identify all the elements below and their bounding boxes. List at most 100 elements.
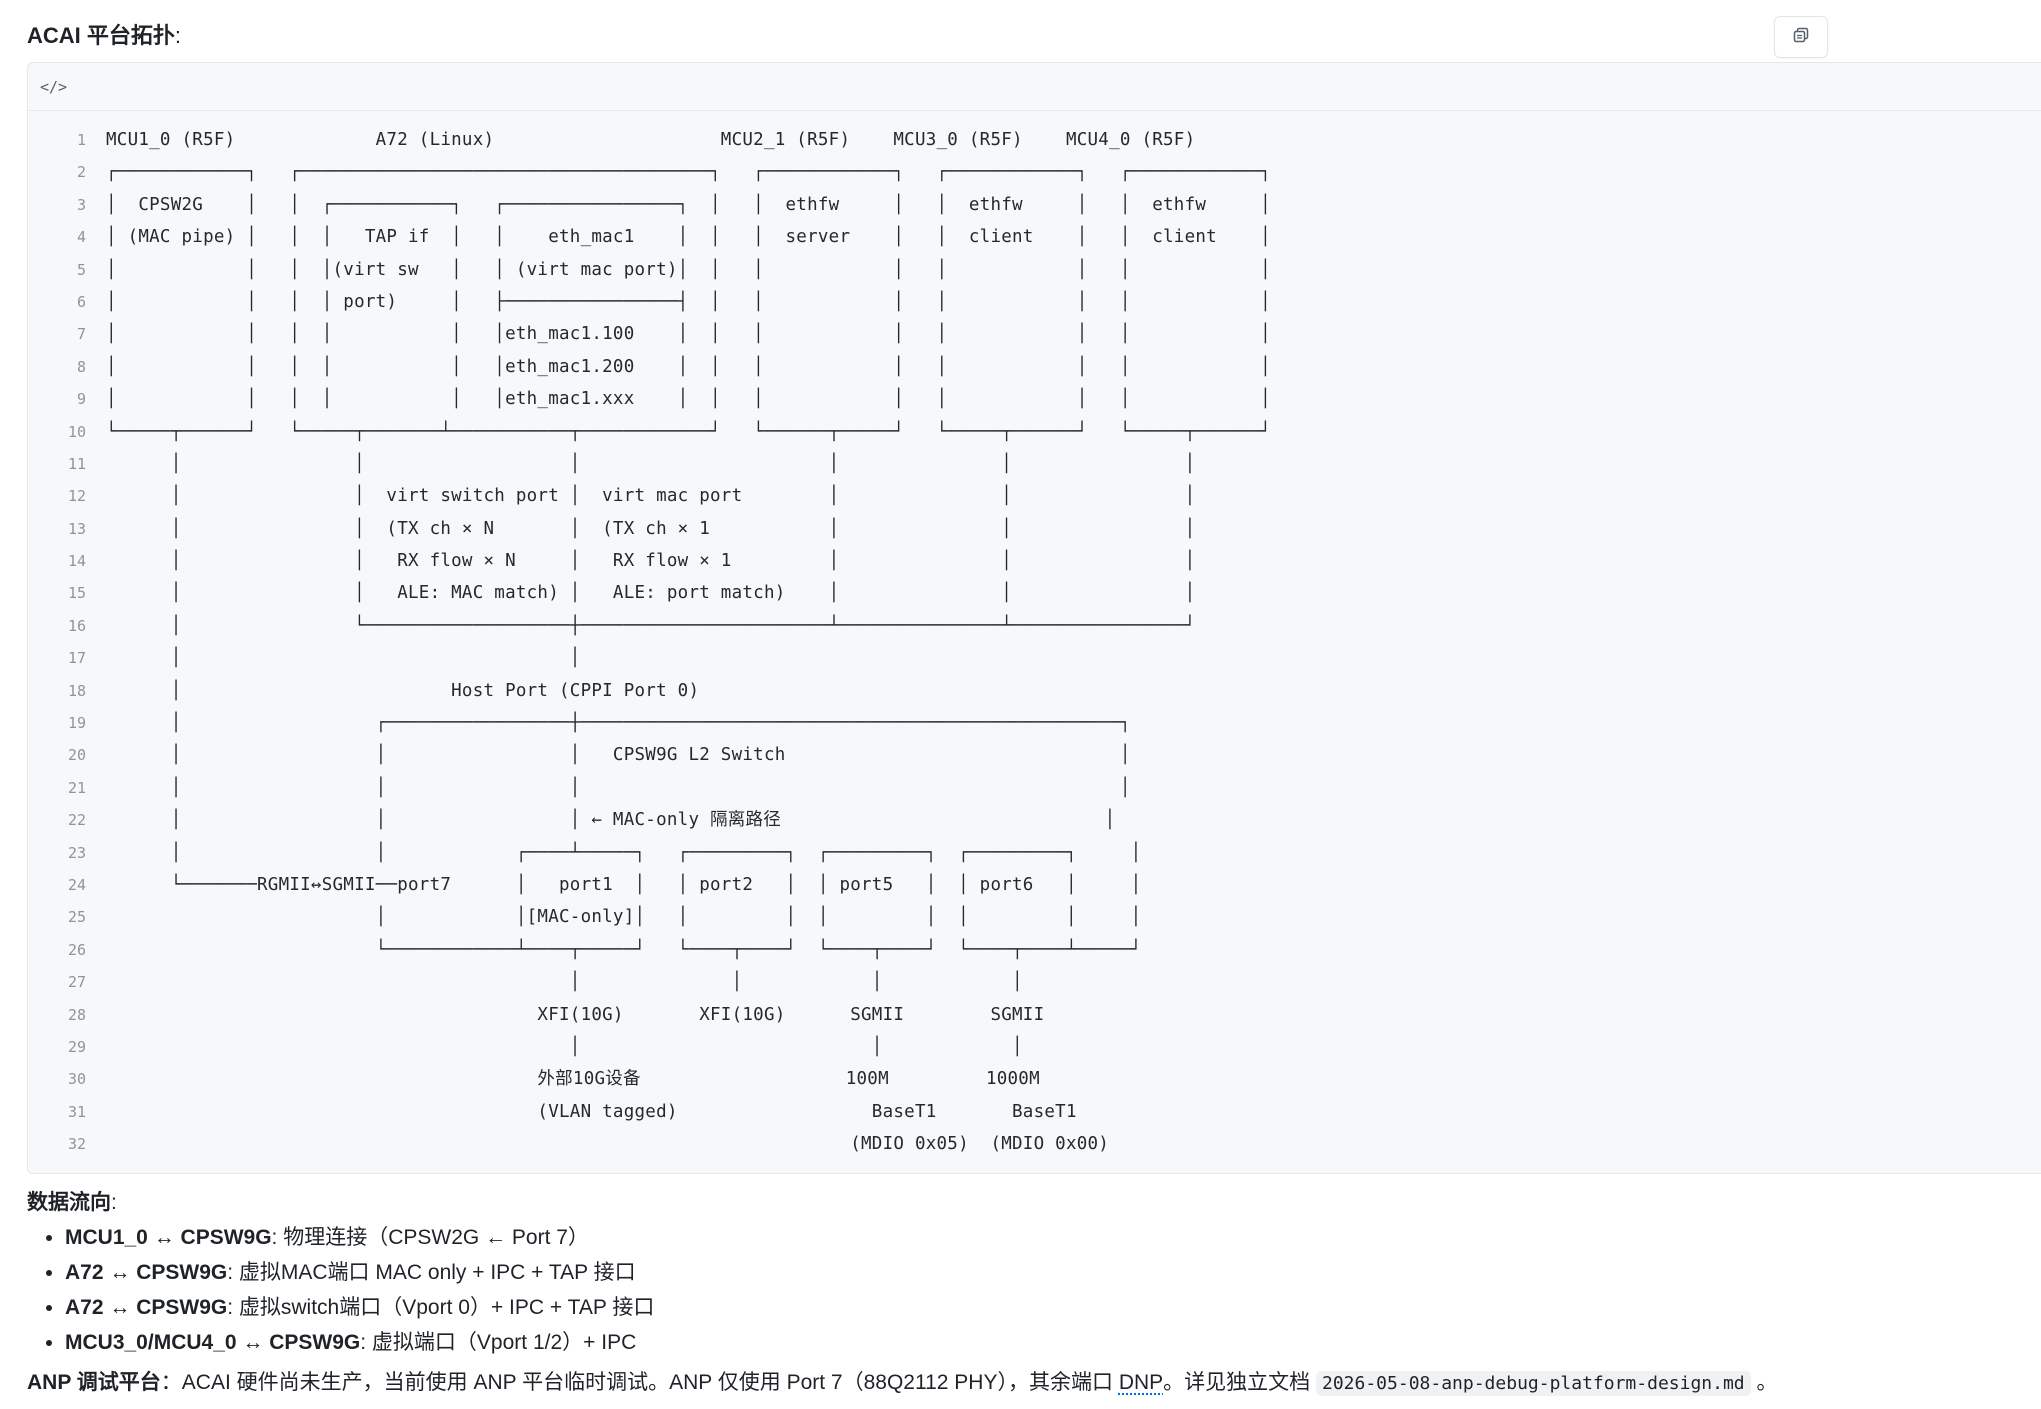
line-number: 11 — [67, 454, 86, 473]
line-number: 6 — [76, 292, 86, 311]
line-number: 14 — [67, 552, 86, 571]
code-line: 8 │ │ │ │ │ │eth_mac1.200 │ │ │ │ │ │ │ │ — [28, 351, 2041, 383]
code-line-text: │ │ │ ← MAC-only 隔离路径 │ — [106, 810, 1116, 831]
code-line: 12 │ │ virt switch port │ virt mac port … — [28, 480, 2041, 512]
code-line: 25 │ │[MAC-only]│ │ │ │ │ │ │ │ — [28, 901, 2041, 933]
line-number: 9 — [76, 390, 86, 409]
data-flow-title-colon: : — [111, 1191, 117, 1214]
code-line-text: 外部10G设备 100M 1000M — [106, 1069, 1040, 1090]
line-number: 1 — [76, 131, 86, 149]
code-line-text: │ │[MAC-only]│ │ │ │ │ │ │ │ — [106, 907, 1142, 928]
dnp-abbreviation[interactable]: DNP — [1118, 1371, 1164, 1394]
anp-end: 。 — [1750, 1371, 1778, 1394]
code-block-header: </> — [28, 63, 2041, 111]
line-number: 16 — [67, 616, 86, 635]
code-line-text: │ ┌─────────────────┼───────────────────… — [106, 713, 1131, 734]
line-number: 12 — [67, 487, 86, 506]
line-number: 13 — [67, 519, 86, 538]
code-line: 11 │ │ │ │ │ │ — [28, 448, 2041, 480]
flow-item-desc: : 虚拟switch端口（Vport 0）+ IPC + TAP 接口 — [227, 1296, 655, 1319]
code-line: 13 │ │ (TX ch × N │ (TX ch × 1 │ │ │ — [28, 513, 2041, 545]
line-number: 17 — [67, 649, 86, 668]
code-line: 1 MCU1_0 (R5F) A72 (Linux) MCU2_1 (R5F) M… — [28, 124, 2041, 156]
code-line-text: │ Host Port (CPPI Port 0) — [106, 680, 700, 701]
code-line: 22 │ │ │ ← MAC-only 隔离路径 │ — [28, 804, 2041, 836]
code-line-text: (MDIO 0x05) (MDIO 0x00) — [106, 1134, 1110, 1155]
code-line-text: └───────RGMII↔SGMII──port7 │ port1 │ │ p… — [106, 874, 1142, 895]
line-number: 25 — [67, 908, 86, 927]
flow-item-desc: : 物理连接（CPSW2G ← Port 7） — [271, 1226, 589, 1249]
line-number: 19 — [67, 714, 86, 733]
list-item: MCU1_0 ↔ CPSW9G: 物理连接（CPSW2G ← Port 7） — [65, 1220, 654, 1255]
code-line: 23 │ │ ┌────┴─────┐ ┌─────────┐ ┌───────… — [28, 837, 2041, 869]
code-block: </> 1 MCU1_0 (R5F) A72 (Linux) MCU2_1 (R5… — [27, 62, 2041, 1174]
code-line-text: │ CPSW2G │ │ ┌───────────┐ ┌────────────… — [106, 194, 1271, 215]
line-number: 15 — [67, 584, 86, 603]
code-line-text: ┌────────────┐ ┌────────────────────────… — [106, 162, 1271, 183]
code-line: 5 │ │ │ │(virt sw │ │ (virt mac port)│ │ … — [28, 254, 2041, 286]
code-icon: </> — [40, 77, 68, 96]
copy-icon — [1792, 26, 1810, 49]
code-line: 15 │ │ ALE: MAC match) │ ALE: port match… — [28, 577, 2041, 609]
anp-note: ANP 调试平台：ACAI 硬件尚未生产，当前使用 ANP 平台临时调试。ANP… — [27, 1366, 1777, 1396]
code-line: 3 │ CPSW2G │ │ ┌───────────┐ ┌───────────… — [28, 189, 2041, 221]
data-flow-list: MCU1_0 ↔ CPSW9G: 物理连接（CPSW2G ← Port 7） A… — [27, 1220, 654, 1360]
line-number: 24 — [67, 875, 86, 894]
code-line-text: │ │ — [106, 648, 581, 669]
code-line-text: │ │ │ — [106, 1036, 1023, 1057]
code-line: 27 │ │ │ │ — [28, 966, 2041, 998]
line-number: 5 — [76, 260, 86, 279]
code-line: 7 │ │ │ │ │ │eth_mac1.100 │ │ │ │ │ │ │ │ — [28, 318, 2041, 350]
code-line-text: │ │ │ │ │ │eth_mac1.xxx │ │ │ │ │ │ │ │ — [106, 389, 1271, 410]
code-line-text: │ (MAC pipe) │ │ │ TAP if │ │ eth_mac1 │… — [106, 227, 1271, 248]
flow-item-desc: : 虚拟端口（Vport 1/2）+ IPC — [360, 1331, 637, 1354]
line-number: 7 — [76, 325, 86, 344]
code-line-text: │ │ ┌────┴─────┐ ┌─────────┐ ┌─────────┐… — [106, 842, 1142, 863]
code-line: 28 XFI(10G) XFI(10G) SGMII SGMII — [28, 999, 2041, 1031]
line-number: 20 — [67, 746, 86, 765]
line-number: 8 — [76, 357, 86, 376]
code-line: 2 ┌────────────┐ ┌───────────────────────… — [28, 156, 2041, 188]
code-line-text: └────────────┴────┬─────┘ └────┬────┘ └─… — [106, 939, 1142, 960]
line-number: 2 — [76, 163, 86, 182]
page-heading: ACAI 平台拓扑: — [27, 18, 181, 50]
code-line-text: │ │ │ │ │ │eth_mac1.100 │ │ │ │ │ │ │ │ — [106, 324, 1271, 345]
heading-colon: : — [174, 23, 182, 48]
code-line-text: └─────┬──────┘ └─────┬───────┴──────────… — [106, 421, 1271, 442]
line-number: 30 — [67, 1070, 86, 1089]
flow-item-label: MCU3_0/MCU4_0 ↔ CPSW9G — [65, 1331, 361, 1354]
code-line: 10└─────┬──────┘ └─────┬───────┴────────… — [28, 416, 2041, 448]
code-line-text: MCU1_0 (R5F) A72 (Linux) MCU2_1 (R5F) MC… — [106, 130, 1196, 150]
code-line-text: │ │ │ │ │ │eth_mac1.200 │ │ │ │ │ │ │ │ — [106, 356, 1271, 377]
code-line-text: XFI(10G) XFI(10G) SGMII SGMII — [106, 1004, 1045, 1025]
code-line-text: │ │ (TX ch × N │ (TX ch × 1 │ │ │ — [106, 518, 1196, 539]
flow-item-desc: : 虚拟MAC端口 MAC only + IPC + TAP 接口 — [227, 1261, 636, 1284]
flow-item-label: A72 ↔ CPSW9G — [65, 1261, 228, 1284]
line-number: 3 — [76, 195, 86, 214]
code-line: 14 │ │ RX flow × N │ RX flow × 1 │ │ │ — [28, 545, 2041, 577]
flow-item-label: A72 ↔ CPSW9G — [65, 1296, 228, 1319]
code-line: 30 外部10G设备 100M 1000M — [28, 1063, 2041, 1095]
code-line: 9 │ │ │ │ │ │eth_mac1.xxx │ │ │ │ │ │ │ │ — [28, 383, 2041, 415]
code-line-text: │ │ RX flow × N │ RX flow × 1 │ │ │ — [106, 551, 1196, 572]
code-line: 26 └────────────┴────┬─────┘ └────┬────┘… — [28, 934, 2041, 966]
line-number: 21 — [67, 778, 86, 797]
anp-doc-ref: 。详见独立文档 — [1163, 1371, 1316, 1394]
code-line: 19 │ ┌─────────────────┼────────────────… — [28, 707, 2041, 739]
data-flow-title: 数据流向: — [27, 1186, 117, 1216]
code-line: 16 │ └───────────────────┼──────────────… — [28, 610, 2041, 642]
code-line: 29 │ │ │ — [28, 1031, 2041, 1063]
code-line: 32 (MDIO 0x05) (MDIO 0x00) — [28, 1128, 2041, 1160]
line-number: 26 — [67, 940, 86, 959]
anp-text: ：ACAI 硬件尚未生产，当前使用 ANP 平台临时调试。ANP 仅使用 Por… — [160, 1371, 1119, 1394]
code-line-text: │ │ │ │(virt sw │ │ (virt mac port)│ │ │… — [106, 259, 1271, 280]
list-item: A72 ↔ CPSW9G: 虚拟switch端口（Vport 0）+ IPC +… — [65, 1290, 654, 1325]
code-line: 24 └───────RGMII↔SGMII──port7 │ port1 │ … — [28, 869, 2041, 901]
heading-title: ACAI 平台拓扑 — [27, 23, 175, 48]
code-line-text: │ │ │ │ │ │ — [106, 453, 1196, 474]
code-line: 18 │ Host Port (CPPI Port 0) — [28, 675, 2041, 707]
code-line-text: │ │ virt switch port │ virt mac port │ │… — [106, 486, 1196, 507]
copy-button[interactable] — [1774, 16, 1828, 58]
code-line-text: │ │ │ │ port) │ ├────────────────┤ │ │ │… — [106, 291, 1271, 312]
code-line: 6 │ │ │ │ port) │ ├────────────────┤ │ │ … — [28, 286, 2041, 318]
